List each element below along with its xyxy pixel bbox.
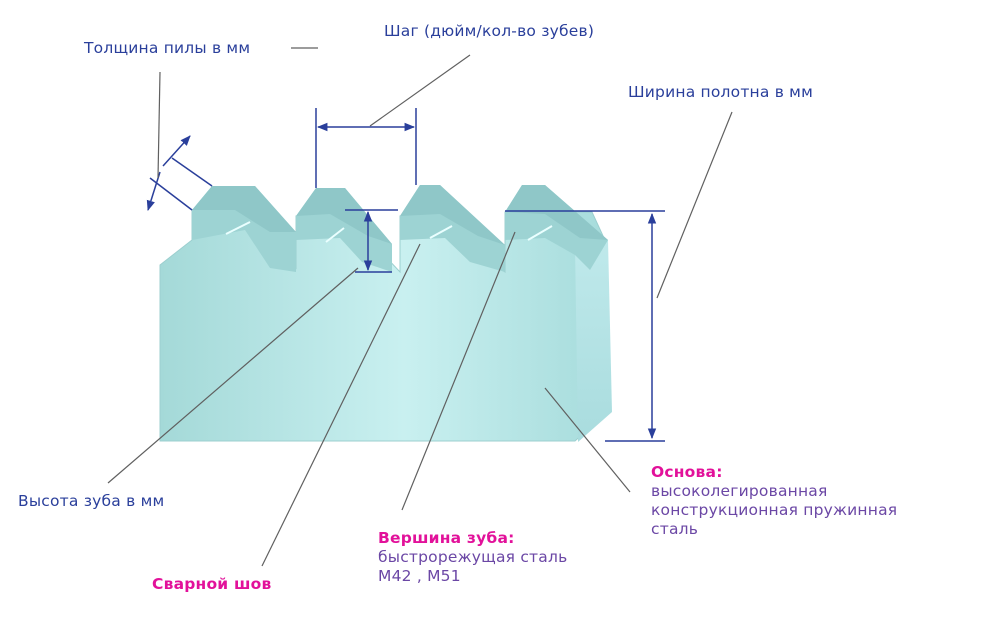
tooth-tip-block: Вершина зуба: быстрорежущая сталь М42 , … [378,529,567,586]
leader-base [544,387,631,493]
blade-width-dimension [505,210,665,442]
blade-side-face [575,240,612,442]
tooth-tip-title: Вершина зуба: [378,529,515,547]
tooth-tip-line2: М42 , М51 [378,567,461,585]
leader-pitch [369,54,471,127]
leader-lines [107,47,733,567]
base-title: Основа: [651,463,723,481]
base-block: Основа: высоколегированная конструкционн… [651,463,897,539]
base-line3: сталь [651,520,699,538]
base-line1: высоколегированная [651,482,828,500]
leader-weld-seam [261,243,421,567]
leader-tooth-height [107,267,359,484]
leader-tooth-tip [401,231,516,511]
label-weld-seam: Сварной шов [152,575,272,593]
label-saw-thickness: Толщина пилы в мм [84,39,251,57]
thickness-dimension [146,135,213,212]
pitch-dimension [315,108,417,188]
tooth-tip-line1: быстрорежущая сталь [378,548,568,566]
base-line2: конструкционная пружинная [651,501,898,519]
tooth-height-dimension [345,209,398,273]
tooth-4-top [505,185,608,240]
weld-seams [225,221,553,243]
label-pitch: Шаг (дюйм/кол-во зубев) [384,22,595,40]
label-blade-width: Ширина полотна в мм [628,83,813,101]
leader-thickness [157,71,161,179]
leader-blade-width [656,111,733,299]
label-tooth-height: Высота зуба в мм [18,492,165,510]
tooth-3-top [400,185,505,245]
tooth-1-top [192,186,296,232]
